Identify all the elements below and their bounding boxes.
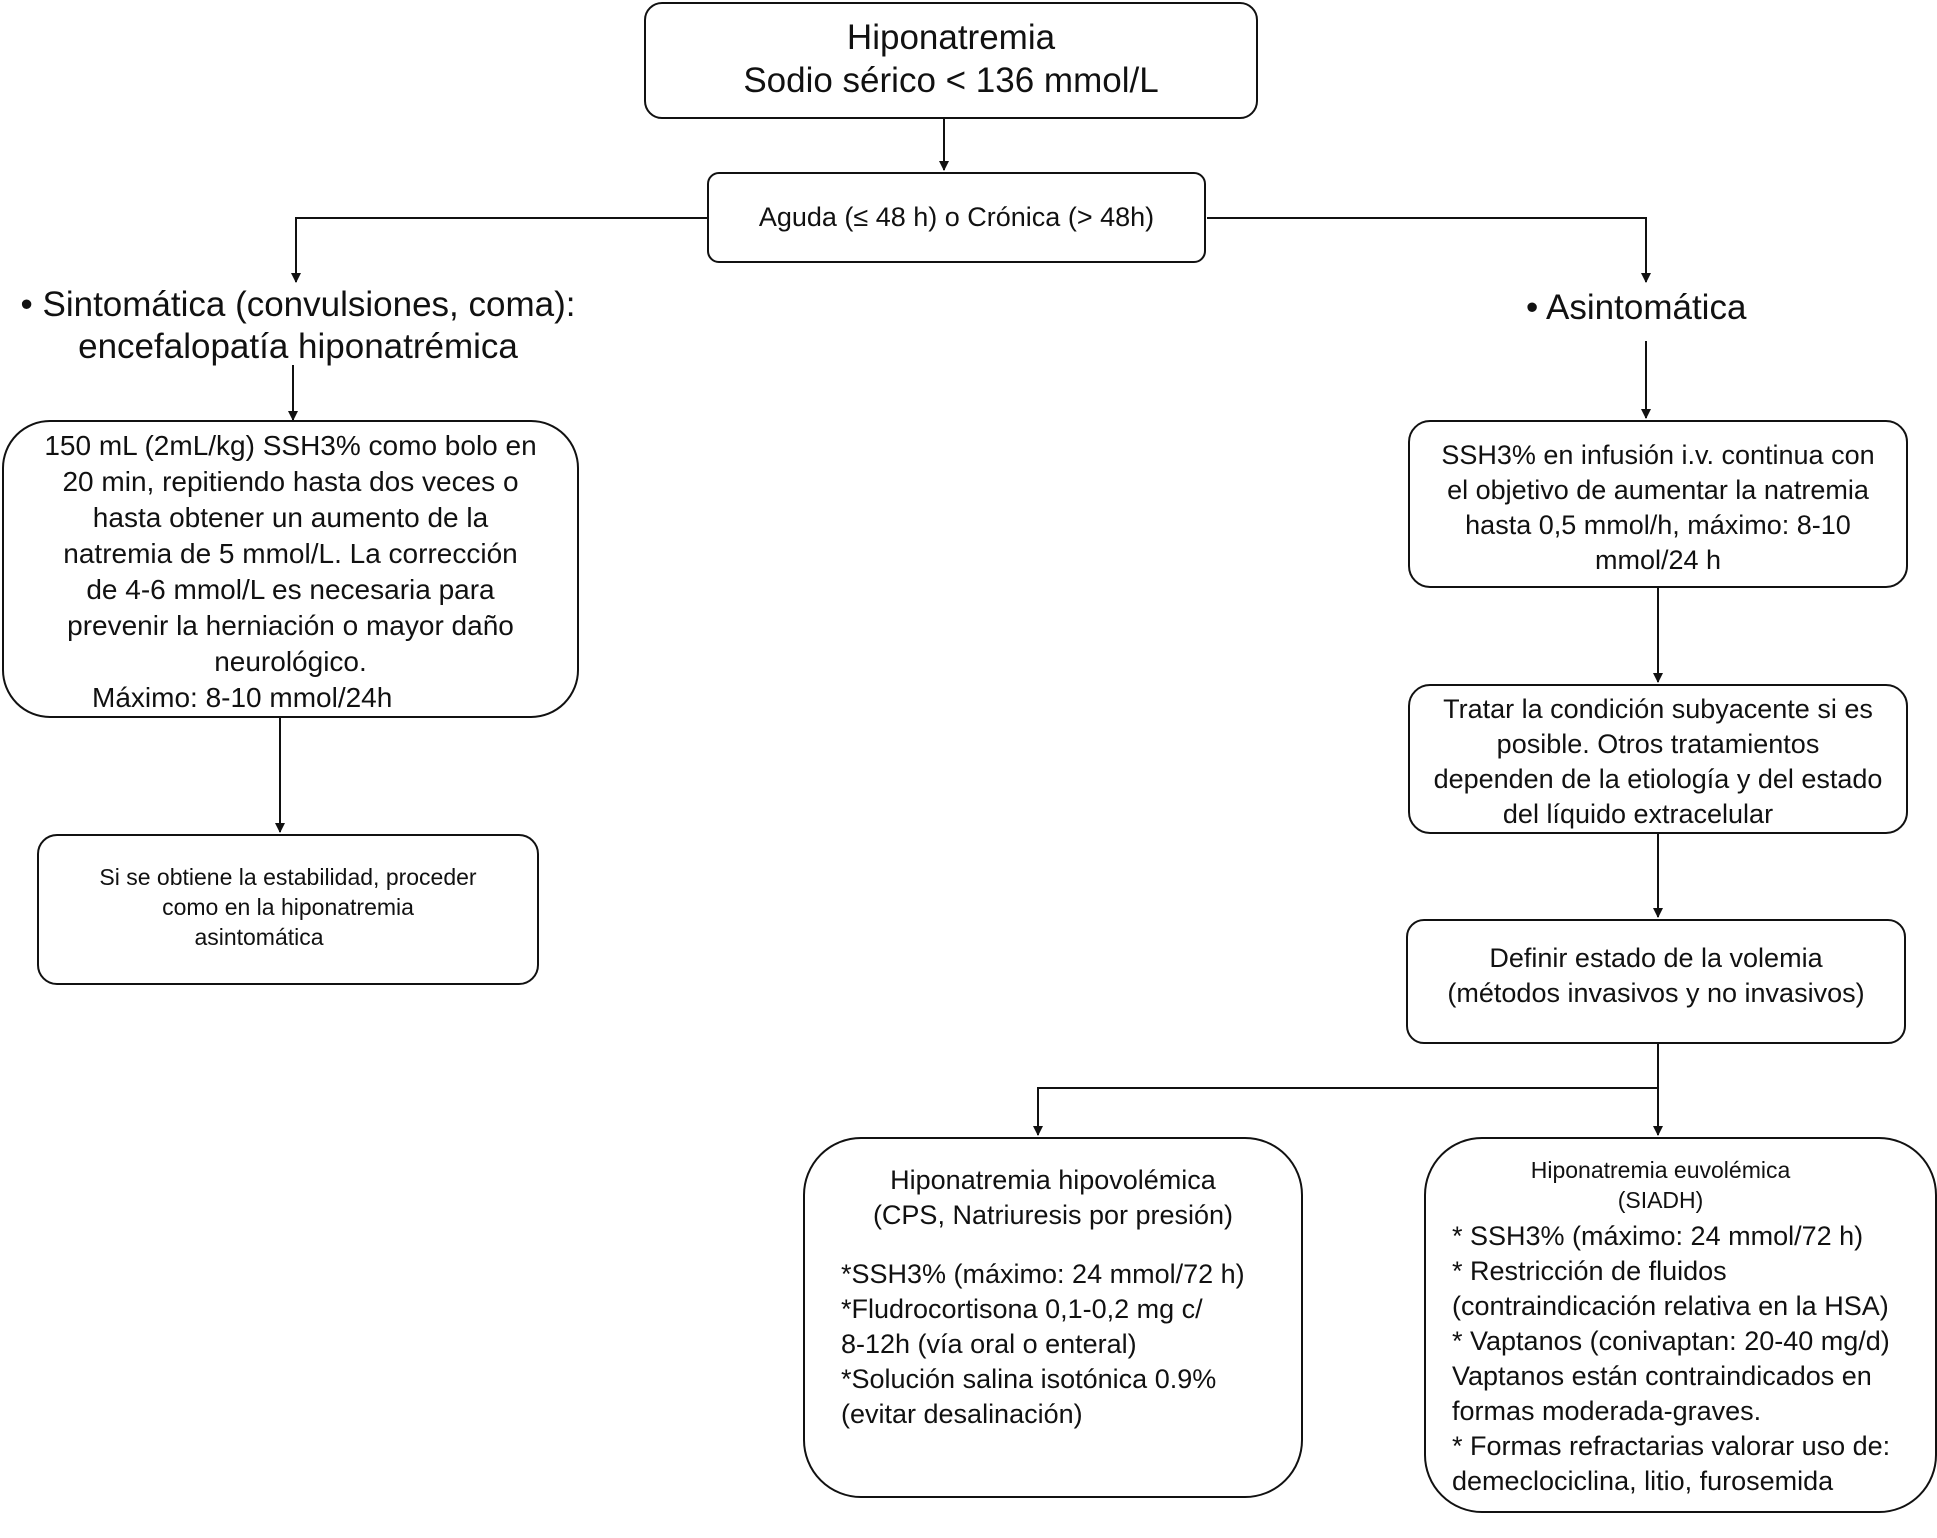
bolus-line: 20 min, repitiendo hasta dos veces o	[62, 466, 519, 497]
euvolemic-item: * Restricción de fluidos	[1452, 1256, 1727, 1286]
infusion-node: SSH3% en infusión i.v. continua con el o…	[1408, 420, 1908, 588]
underlying-condition-node: Tratar la condición subyacente si es pos…	[1408, 684, 1908, 834]
euvolemic-item: * SSH3% (máximo: 24 mmol/72 h)	[1452, 1221, 1864, 1251]
serum-sodium-threshold: Sodio sérico < 136 mmol/L	[743, 61, 1159, 100]
volemia-node: Definir estado de la volemia (métodos in…	[1406, 919, 1906, 1044]
stability-line: Si se obtiene la estabilidad, proceder	[99, 864, 477, 890]
euvolemic-items: * SSH3% (máximo: 24 mmol/72 h) * Restric…	[1426, 1219, 1935, 1499]
symptomatic-heading-line2: encefalopatía hiponatrémica	[78, 327, 518, 366]
underlying-line: dependen de la etiología y del estado	[1433, 764, 1883, 794]
hypovolemic-item: (evitar desalinación)	[841, 1399, 1083, 1429]
arrow-duration-to-symptomatic	[291, 217, 707, 283]
euvolemic-item: Vaptanos están contraindicados en	[1452, 1361, 1872, 1391]
underlying-line: del líquido extracelular	[1502, 799, 1774, 829]
euvolemic-item: * Formas refractarias valorar uso de:	[1452, 1431, 1891, 1461]
hypovolemic-items: *SSH3% (máximo: 24 mmol/72 h) *Fludrocor…	[805, 1257, 1301, 1432]
euvolemic-title: Hiponatremia euvolémica (SIADH)	[1426, 1155, 1935, 1219]
asymptomatic-heading-label: • Asintomática	[1526, 288, 1747, 327]
infusion-line: mmol/24 h	[1594, 545, 1722, 575]
stability-node: Si se obtiene la estabilidad, proceder c…	[37, 834, 539, 985]
bolus-treatment-node: 150 mL (2mL/kg) SSH3% como bolo en 20 mi…	[2, 420, 579, 718]
hypovolemic-title-line1: Hiponatremia hipovolémica	[890, 1165, 1216, 1195]
hyponatremia-definition-node: Hiponatremia Sodio sérico < 136 mmol/L	[644, 2, 1258, 119]
infusion-line: SSH3% en infusión i.v. continua con	[1441, 440, 1875, 470]
bolus-line: prevenir la herniación o mayor daño	[67, 610, 514, 641]
hypovolemic-item: 8-12h (vía oral o enteral)	[841, 1329, 1137, 1359]
hyponatremia-title: Hiponatremia	[846, 18, 1056, 57]
asymptomatic-heading: • Asintomática	[1526, 286, 1746, 330]
arrow-volemia-to-hypovolemic	[1033, 1044, 1659, 1136]
hypovolemic-item: *Fludrocortisona 0,1-0,2 mg c/	[841, 1294, 1203, 1324]
euvolemic-item: * Vaptanos (conivaptan: 20-40 mg/d)	[1452, 1326, 1890, 1356]
euvolemic-item: (contraindicación relativa en la HSA)	[1452, 1291, 1889, 1321]
euvolemic-title-line2: (SIADH)	[1617, 1187, 1704, 1213]
symptomatic-heading-line1: • Sintomática (convulsiones, coma):	[20, 285, 576, 324]
arrow-duration-to-asymptomatic	[1207, 217, 1651, 283]
volemia-line: Definir estado de la volemia	[1489, 943, 1823, 973]
duration-node: Aguda (≤ 48 h) o Crónica (> 48h)	[707, 172, 1206, 263]
infusion-line: el objetivo de aumentar la natremia	[1447, 475, 1869, 505]
symptomatic-heading: • Sintomática (convulsiones, coma): ence…	[0, 284, 596, 368]
hypovolemic-title: Hiponatremia hipovolémica (CPS, Natriure…	[805, 1163, 1301, 1257]
euvolemic-item: formas moderada-graves.	[1452, 1396, 1762, 1426]
bolus-maximum-line: Máximo: 8-10 mmol/24h	[92, 682, 393, 713]
underlying-line: Tratar la condición subyacente si es	[1443, 694, 1873, 724]
bolus-line: de 4-6 mmol/L es necesaria para	[86, 574, 495, 605]
hypovolemic-node: Hiponatremia hipovolémica (CPS, Natriure…	[803, 1137, 1303, 1498]
bolus-line: natremia de 5 mmol/L. La corrección	[63, 538, 518, 569]
bolus-line: neurológico.	[214, 646, 367, 677]
stability-line: como en la hiponatremia	[162, 894, 414, 920]
hypovolemic-item: *SSH3% (máximo: 24 mmol/72 h)	[841, 1259, 1245, 1289]
hypovolemic-title-line2: (CPS, Natriuresis por presión)	[872, 1200, 1234, 1230]
euvolemic-item: demeclociclina, litio, furosemida	[1452, 1466, 1834, 1496]
euvolemic-title-line1: Hiponatremia euvolémica	[1530, 1157, 1791, 1183]
duration-label: Aguda (≤ 48 h) o Crónica (> 48h)	[758, 202, 1155, 232]
bolus-line: hasta obtener un aumento de la	[92, 502, 489, 533]
euvolemic-node: Hiponatremia euvolémica (SIADH) * SSH3% …	[1424, 1137, 1937, 1513]
infusion-line: hasta 0,5 mmol/h, máximo: 8-10	[1465, 510, 1851, 540]
bolus-line: 150 mL (2mL/kg) SSH3% como bolo en	[44, 430, 537, 461]
stability-line: asintomática	[194, 924, 324, 950]
underlying-line: posible. Otros tratamientos	[1496, 729, 1820, 759]
volemia-line: (métodos invasivos y no invasivos)	[1447, 978, 1865, 1008]
hypovolemic-item: *Solución salina isotónica 0.9%	[841, 1364, 1217, 1394]
